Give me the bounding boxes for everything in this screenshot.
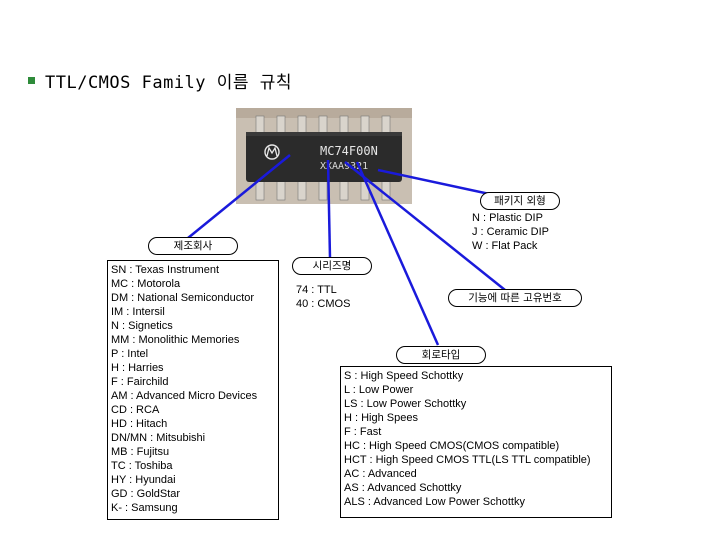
list-item: AM : Advanced Micro Devices (111, 390, 258, 402)
list-item: CD : RCA (111, 404, 160, 416)
list-item: MB : Fujitsu (111, 446, 170, 458)
list-item: AC : Advanced (344, 468, 417, 480)
bullet-icon (28, 77, 35, 84)
list-item: SN : Texas Instrument (111, 264, 220, 276)
list-item: J : Ceramic DIP (472, 226, 550, 238)
list-item: P : Intel (111, 348, 149, 360)
list-item: N : Signetics (111, 320, 173, 332)
function-id-label: 기능에 따른 고유번호 (448, 289, 582, 307)
list-item: F : Fast (344, 426, 382, 438)
list-item: 40 : CMOS (296, 298, 351, 310)
slide-title: TTL/CMOS Family 이름 규칙 (45, 73, 293, 93)
list-item: S : High Speed Schottky (344, 370, 464, 382)
chip-marking-1: MC74F00N (320, 144, 378, 158)
list-item: DM : National Semiconductor (111, 292, 255, 304)
list-item: F : Fairchild (111, 376, 169, 388)
list-item: ALS : Advanced Low Power Schottky (344, 496, 525, 508)
manufacturer-label: 제조회사 (148, 237, 238, 255)
manufacturer-list: SN : Texas Instrument MC : Motorola DM :… (107, 260, 279, 520)
list-item: IM : Intersil (111, 306, 165, 318)
list-item: TC : Toshiba (111, 460, 173, 472)
list-item: N : Plastic DIP (472, 212, 543, 224)
list-item: HY : Hyundai (111, 474, 176, 486)
list-item: L : Low Power (344, 384, 414, 396)
list-item: K- : Samsung (111, 502, 178, 514)
slide-title-row: TTL/CMOS Family 이름 규칙 (28, 68, 292, 93)
list-item: MC : Motorola (111, 278, 181, 290)
list-item: GD : GoldStar (111, 488, 181, 500)
circuit-type-label: 회로타입 (396, 346, 486, 364)
list-item: LS : Low Power Schottky (344, 398, 467, 410)
list-item: 74 : TTL (296, 284, 337, 296)
list-item: HC : High Speed CMOS(CMOS compatible) (344, 440, 560, 452)
series-label: 시리즈명 (292, 257, 372, 275)
list-item: HCT : High Speed CMOS TTL(LS TTL compati… (344, 454, 591, 466)
motorola-logo-icon (264, 144, 280, 160)
list-item: MM : Monolithic Memories (111, 334, 240, 346)
package-label: 패키지 외형 (480, 192, 560, 210)
list-item: H : High Spees (344, 412, 418, 424)
list-item: AS : Advanced Schottky (344, 482, 462, 494)
list-item: DN/MN : Mitsubishi (111, 432, 206, 444)
package-list: N : Plastic DIP J : Ceramic DIP W : Flat… (472, 211, 549, 253)
ic-chip-image: MC74F00N XXAA9321 (236, 108, 412, 204)
list-item: HD : Hitach (111, 418, 168, 430)
list-item: H : Harries (111, 362, 164, 374)
circuit-type-list: S : High Speed Schottky L : Low Power LS… (340, 366, 612, 518)
chip-marking-2: XXAA9321 (320, 161, 368, 172)
list-item: W : Flat Pack (472, 240, 538, 252)
series-list: 74 : TTL 40 : CMOS (296, 283, 350, 311)
